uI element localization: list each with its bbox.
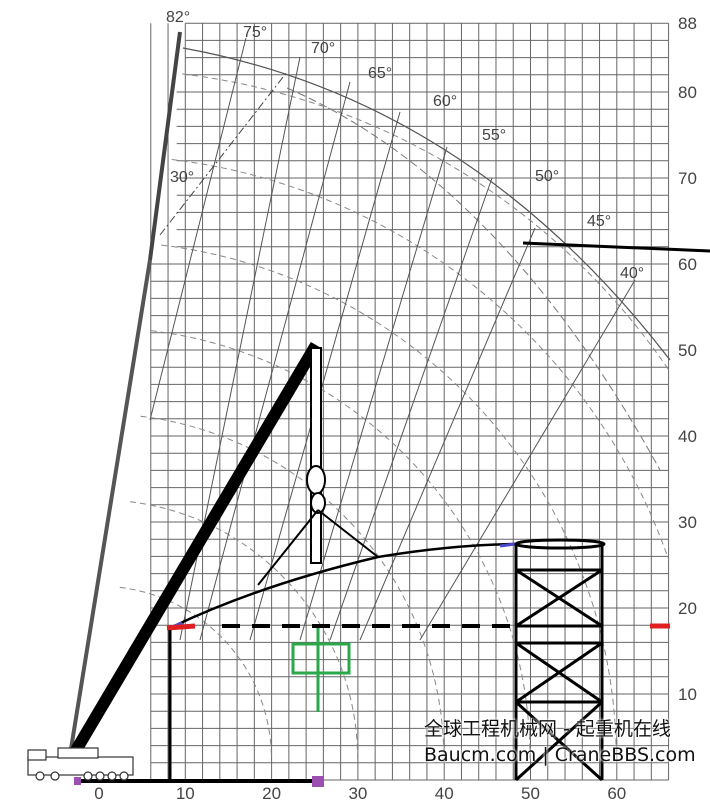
angle-label: 50° — [535, 168, 559, 185]
hook-line — [310, 347, 322, 564]
y-tick-label: 60 — [678, 255, 697, 274]
sling-right — [317, 509, 379, 558]
envelope-arc-dashed — [286, 87, 661, 471]
boom-upper — [148, 31, 182, 261]
angle-label: 40° — [620, 265, 644, 282]
x-tick-label: 30 — [348, 784, 367, 800]
y-tick-label: 80 — [678, 83, 697, 102]
main-boom-lattice — [68, 31, 288, 756]
purple-marker-left — [74, 777, 81, 785]
x-tick-label: 10 — [176, 784, 195, 800]
axis-ticks: 0 10 20 30 40 50 60 10 20 30 40 50 60 70 80 88 — [94, 14, 697, 800]
blue-mark — [499, 542, 516, 548]
annotations — [27, 241, 710, 787]
crane-truck — [27, 747, 134, 781]
watermark-cn: 全球工程机械网 - 起重机在线 — [424, 718, 671, 740]
radius-arc — [140, 415, 445, 759]
angle-label: 60° — [433, 93, 457, 110]
angle-line — [199, 81, 351, 641]
angle-label: 65° — [368, 65, 392, 82]
purple-marker-right — [312, 776, 324, 787]
grid — [150, 22, 670, 781]
green-symbol — [291, 628, 351, 712]
thick-boom — [69, 341, 322, 756]
radius-arc — [171, 159, 670, 560]
y-tick-label: 10 — [678, 685, 697, 704]
angle-label: 30° — [170, 169, 194, 186]
x-tick-label: 40 — [435, 784, 454, 800]
x-tick-label: 60 — [607, 784, 626, 800]
x-tick-label: 50 — [521, 784, 540, 800]
hook-icon — [306, 465, 326, 495]
angle-label: 55° — [482, 127, 506, 144]
tower-structure — [514, 538, 606, 782]
angle-line — [359, 227, 536, 641]
y-tick-label: 40 — [678, 427, 697, 446]
y-tick-label: 50 — [678, 341, 697, 360]
hook-icon-lower — [310, 492, 326, 514]
angle-label: 70° — [311, 40, 335, 57]
angle-labels: 82° 75° 70° 65° 60° 55° 50° 45° 40° 30° — [166, 9, 644, 282]
y-tick-label: 70 — [678, 169, 697, 188]
boom-lower — [68, 259, 152, 756]
red-marker-left — [166, 623, 196, 631]
angle-line — [299, 146, 448, 641]
angle-label: 82° — [166, 9, 190, 26]
radius-arc — [150, 330, 531, 759]
angle-line — [419, 279, 636, 641]
sling-left — [257, 509, 319, 586]
x-tick-label: 0 — [94, 784, 103, 800]
angle-label: 45° — [587, 213, 611, 230]
radius-arc — [119, 586, 272, 759]
x-tick-label: 20 — [262, 784, 281, 800]
angle-label: 75° — [243, 24, 267, 41]
radius-arc — [130, 501, 359, 759]
radius-arc — [161, 244, 617, 759]
load-curve — [171, 542, 516, 629]
angle-line — [149, 37, 247, 421]
height-line-right — [522, 241, 710, 253]
radius-arc — [182, 73, 669, 371]
y-tick-label: 30 — [678, 513, 697, 532]
radius-arcs — [119, 47, 671, 759]
max-envelope-arc — [182, 47, 671, 361]
y-tick-label: 88 — [678, 14, 697, 33]
jib-30 — [159, 71, 288, 236]
watermark-en: Baucm.com | CraneBBS.com — [424, 744, 696, 766]
y-tick-label: 20 — [678, 599, 697, 618]
angle-line — [249, 111, 401, 641]
